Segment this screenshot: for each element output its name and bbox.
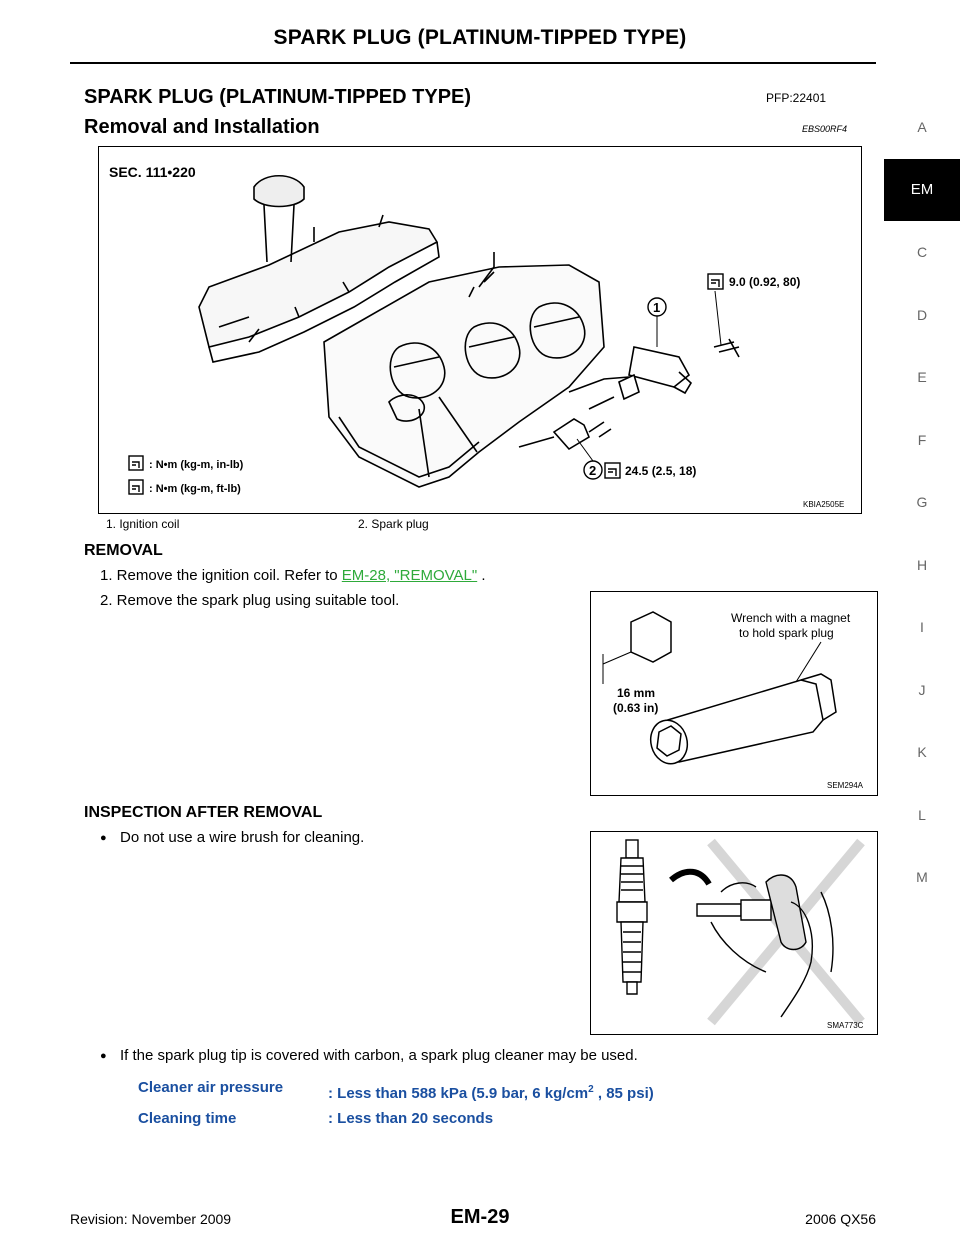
wrench-size-line-2: (0.63 in) [613,701,658,715]
hands-brush-drawing [696,874,834,1018]
page-header-title: SPARK PLUG (PLATINUM-TIPPED TYPE) [273,26,687,49]
bullet-1-text: Do not use a wire brush for cleaning. [120,829,365,846]
figure2-code: SEM294A [827,781,864,790]
rocker-cover-drawing [198,175,740,488]
callout-2-leader [576,438,594,462]
subsection-title: Removal and Installation [84,116,320,138]
side-tab-i[interactable]: I [920,619,924,635]
side-tab-m[interactable]: M [916,869,928,885]
side-tab-em[interactable]: EM [884,158,960,221]
spec-label-pressure: Cleaner air pressure [138,1079,284,1096]
header-divider [70,62,876,64]
inspection-bullet-1: ● Do not use a wire brush for cleaning. [100,829,364,846]
inspection-heading: INSPECTION AFTER REMOVAL [84,804,323,821]
removal-step-1: 1. Remove the ignition coil. Refer to EM… [100,567,486,584]
legend-inlb: : N•m (kg-m, in-lb) [149,459,244,471]
bullet-dot-icon: ● [100,1050,107,1062]
side-tab-index: A EM C D E F G H I J K L M [884,96,960,909]
spec-value-time: : Less than 20 seconds [328,1110,494,1127]
side-tab-d[interactable]: D [916,306,928,323]
legend-inlb-icon [128,455,144,471]
spec-value-pressure-tail: , 85 psi) [593,1085,654,1102]
side-tab-k[interactable]: K [917,744,927,760]
side-tab-l[interactable]: L [918,806,926,823]
figure-spark-plug-assembly: SEC. 111•220 [98,146,862,514]
legend-ftlb: : N•m (kg-m, ft-lb) [149,483,241,495]
removal-step-1-text: 1. Remove the ignition coil. Refer to [100,567,342,584]
footer-page-number: EM-29 [450,1206,510,1228]
callout-2-label: 2 [589,463,596,478]
spec-label-time: Cleaning time [138,1110,237,1127]
callout-1-label: 1 [653,300,660,315]
side-tab-f[interactable]: F [917,431,927,448]
spec-value-pressure-sup: 2 [588,1084,594,1095]
wrench-label-line-1: Wrench with a magnet [731,611,851,625]
section-title: SPARK PLUG (PLATINUM-TIPPED TYPE) [84,86,472,108]
bullet-dot-icon: ● [100,832,107,844]
spec-value-pressure: : Less than 588 kPa (5.9 bar, 6 kg/cm2 ,… [328,1084,654,1102]
figure1-code: KBIA2505E [803,500,844,509]
side-tab-c[interactable]: C [916,244,928,260]
spark-plug-drawing [616,839,648,995]
legend-ftlb-icon [128,479,144,495]
bullet-2-text: If the spark plug tip is covered with ca… [120,1047,638,1064]
side-tab-e[interactable]: E [917,369,927,385]
figure-spark-plug-wrench: Wrench with a magnet to hold spark plug … [590,591,878,796]
wrench-illustration: Wrench with a magnet to hold spark plug … [602,611,864,790]
torque-bottom-icon [604,462,621,479]
cleaning-illustration: SMA773C [616,838,865,1030]
figure3-code: SMA773C [827,1021,864,1030]
wrench-size-line-1: 16 mm [617,686,655,700]
inspection-bullet-2: ● If the spark plug tip is covered with c… [100,1047,638,1064]
side-tab-h[interactable]: H [916,556,928,573]
figure-spark-plug-cleaning: SMA773C [590,831,878,1035]
wrench-label-line-2: to hold spark plug [739,626,834,640]
assembly-illustration: SEC. 111•220 [109,164,844,509]
torque-top-icon [707,273,724,290]
removal-heading: REMOVAL [84,542,163,559]
side-tab-j[interactable]: J [918,681,926,698]
part-code: PFP:22401 [766,91,827,105]
spec-value-pressure-text: : Less than 588 kPa (5.9 bar, 6 kg/cm [328,1085,589,1102]
caption-ignition-coil: 1. Ignition coil [106,517,180,531]
arrow-icon [669,868,712,886]
torque-top-value: 9.0 (0.92, 80) [729,275,800,289]
torque-top-leader [714,290,722,346]
subsection-code: EBS00RF4 [802,124,848,134]
removal-step-1-suffix: . [477,567,486,584]
caption-spark-plug: 2. Spark plug [358,517,429,531]
side-tab-g[interactable]: G [916,494,928,510]
torque-bottom-value: 24.5 (2.5, 18) [625,464,696,478]
side-tab-a[interactable]: A [917,119,927,135]
em-28-removal-link[interactable]: EM-28, "REMOVAL" [341,567,478,584]
removal-step-2: 2. Remove the spark plug using suitable … [100,592,400,609]
wrench-drawing [602,611,837,765]
sec-label: SEC. 111•220 [109,164,196,180]
footer-model: 2006 QX56 [805,1211,876,1227]
footer-revision: Revision: November 2009 [70,1211,232,1227]
